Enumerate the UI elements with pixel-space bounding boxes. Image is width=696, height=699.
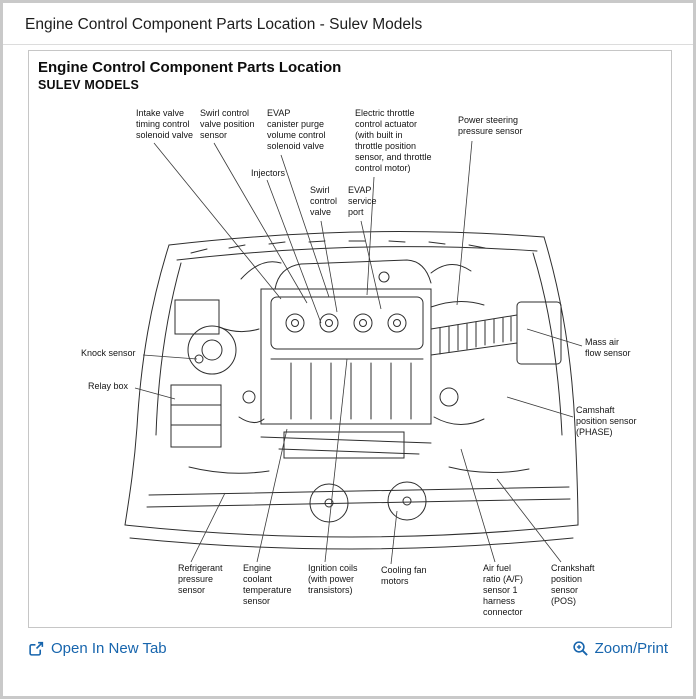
diagram-label-evap-service-port: EVAP service port [348, 185, 377, 217]
panel-heading: Engine Control Component Parts Location [38, 59, 342, 76]
engine-diagram: Intake valve timing control solenoid val… [29, 97, 671, 627]
open-in-new-tab-icon [29, 641, 44, 656]
diagram-label-cooling-fan-motors: Cooling fan motors [381, 565, 427, 586]
diagram-label-electric-throttle-actuator: Electric throttle control actuator (with… [355, 108, 432, 173]
diagram-label-air-fuel-ratio-sensor: Air fuel ratio (A/F) sensor 1 harness co… [483, 563, 524, 617]
diagram-label-swirl-control-valve: Swirl control valve [310, 185, 338, 217]
zoom-print-label: Zoom/Print [594, 639, 668, 657]
zoom-print-link[interactable]: Zoom/Print [572, 640, 668, 657]
diagram-label-swirl-valve-position-sensor: Swirl control valve position sensor [200, 108, 255, 140]
diagram-label-refrigerant-pressure-sensor: Refrigerant pressure sensor [178, 563, 223, 595]
page-title: Engine Control Component Parts Location … [25, 16, 423, 33]
diagram-label-power-steering-pressure-sensor: Power steering pressure sensor [458, 115, 523, 136]
engine-line-art [124, 140, 583, 565]
diagram-label-intake-valve-timing: Intake valve timing control solenoid val… [136, 108, 194, 140]
zoom-icon [572, 640, 588, 656]
diagram-label-knock-sensor: Knock sensor [81, 348, 136, 358]
diagram-label-mass-air-flow-sensor: Mass air flow sensor [585, 337, 631, 358]
open-in-new-tab-label: Open In New Tab [51, 639, 167, 657]
diagram-panel: Engine Control Component Parts Location … [28, 50, 672, 628]
diagram-label-evap-canister-purge: EVAP canister purge volume control solen… [267, 108, 326, 151]
diagram-label-relay-box: Relay box [88, 381, 129, 391]
diagram-label-camshaft-position-sensor: Camshaft position sensor (PHASE) [576, 405, 637, 437]
panel-subheading: SULEV MODELS [38, 78, 140, 92]
diagram-label-ignition-coils: Ignition coils (with power transistors) [308, 563, 358, 595]
open-in-new-tab-link[interactable]: Open In New Tab [28, 640, 167, 657]
diagram-label-engine-coolant-temp-sensor: Engine coolant temperature sensor [243, 563, 292, 606]
diagram-label-crankshaft-position-sensor: Crankshaft position sensor (POS) [551, 563, 595, 606]
title-divider [3, 44, 693, 45]
diagram-label-injectors: Injectors [251, 168, 286, 178]
leader-lines [134, 140, 583, 565]
footer-bar: Open In New Tab Zoom/Print [28, 636, 668, 660]
